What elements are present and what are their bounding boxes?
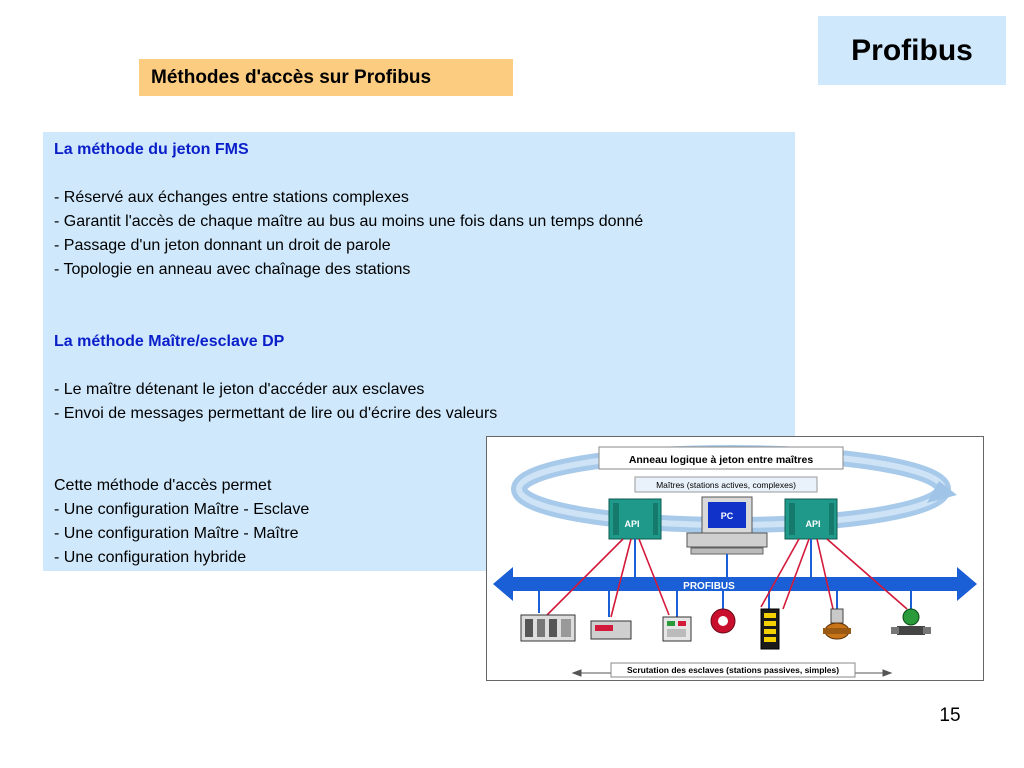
page-number: 15 <box>939 705 961 726</box>
slave-io-rack <box>520 614 576 642</box>
master-bus-connectors <box>634 539 812 577</box>
pc-device <box>686 496 768 555</box>
section1-item: - Passage d'un jeton donnant un droit de… <box>54 237 391 254</box>
api-right-device <box>784 498 838 540</box>
api-left-device <box>608 498 662 540</box>
slaves-label-box <box>610 662 856 678</box>
api-right-label: API <box>805 519 820 529</box>
section3-item: - Une configuration hybride <box>54 549 247 566</box>
content-panel: La méthode du jeton FMS - Réservé aux éc… <box>43 132 795 571</box>
api-left-label: API <box>624 519 639 529</box>
section1-item: - Topologie en anneau avec chaînage des … <box>54 261 411 278</box>
profibus-diagram: Anneau logique à jeton entre maîtres Maî… <box>486 436 984 681</box>
section1-item: - Réservé aux échanges entre stations co… <box>54 189 409 206</box>
section2-heading: La méthode Maître/esclave DP <box>54 333 285 350</box>
slave-bus-connectors <box>538 591 912 617</box>
profibus-bus <box>493 567 977 601</box>
master-slave-links <box>546 538 908 618</box>
slave-valve <box>823 608 851 640</box>
section3-item: - Une configuration Maître - Maître <box>54 525 299 542</box>
subtitle-box: Méthodes d'accès sur Profibus <box>139 59 513 96</box>
slave-drive <box>710 608 736 634</box>
masters-label-box <box>634 476 818 493</box>
section1-item: - Garantit l'accès de chaque maître au b… <box>54 213 644 230</box>
slide-subtitle: Méthodes d'accès sur Profibus <box>151 66 432 88</box>
slaves-label: Scrutation des esclaves (stations passiv… <box>627 665 839 675</box>
ring-label: Anneau logique à jeton entre maîtres <box>629 454 814 466</box>
masters-label: Maîtres (stations actives, complexes) <box>656 480 796 490</box>
section2-item: - Envoi de messages permettant de lire o… <box>54 405 498 422</box>
bus-label: PROFIBUS <box>683 581 735 592</box>
section3-item: - Une configuration Maître - Esclave <box>54 501 310 518</box>
slave-io-module <box>760 608 780 650</box>
slide-title: Profibus <box>851 33 973 67</box>
slave-operator-panel <box>662 616 692 642</box>
pc-label: PC <box>721 511 734 521</box>
section1-heading: La méthode du jeton FMS <box>54 141 249 158</box>
section3-intro: Cette méthode d'accès permet <box>54 477 272 494</box>
ring-label-box <box>598 446 844 470</box>
section2-item: - Le maître détenant le jeton d'accéder … <box>54 381 425 398</box>
slide-title-box: Profibus <box>818 16 1006 85</box>
slave-flowmeter <box>891 608 931 635</box>
slave-terminal-block <box>590 620 632 640</box>
